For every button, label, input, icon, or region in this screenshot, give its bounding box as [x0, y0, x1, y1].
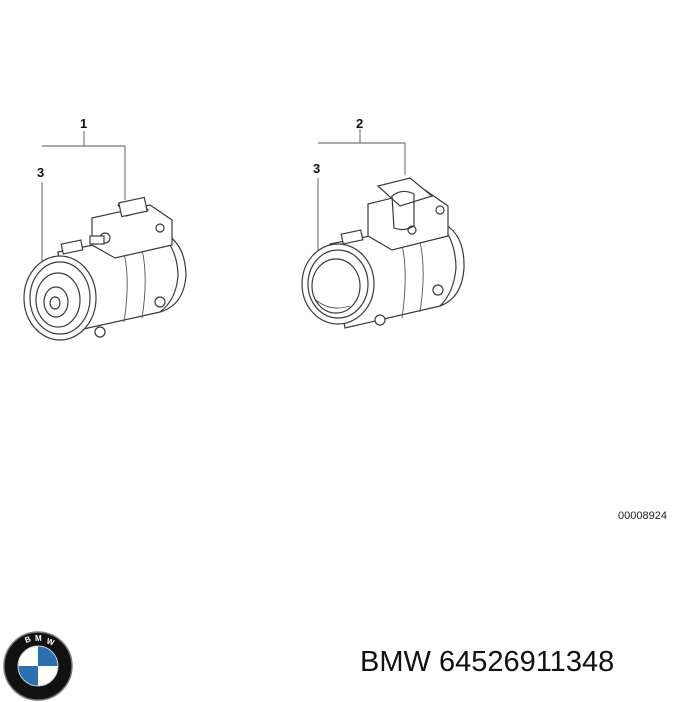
- part-caption: BMW 64526911348: [360, 646, 614, 679]
- leader-lines-left: [41, 131, 126, 262]
- svg-text:M: M: [35, 634, 42, 643]
- svg-text:B: B: [24, 634, 33, 645]
- compressor-right: [301, 129, 465, 329]
- leader-lines-right: [317, 129, 406, 250]
- brand-label: BMW: [360, 646, 431, 678]
- drawing-number: 00008924: [618, 510, 667, 522]
- compressor-left: [23, 131, 187, 341]
- bmw-roundel-icon: B M W: [3, 631, 73, 701]
- callout-3-left: 3: [37, 165, 44, 180]
- callout-1: 1: [80, 116, 87, 131]
- svg-text:W: W: [45, 636, 56, 647]
- part-number: 64526911348: [438, 646, 615, 678]
- callout-3-right: 3: [313, 161, 320, 176]
- callout-2: 2: [356, 116, 363, 131]
